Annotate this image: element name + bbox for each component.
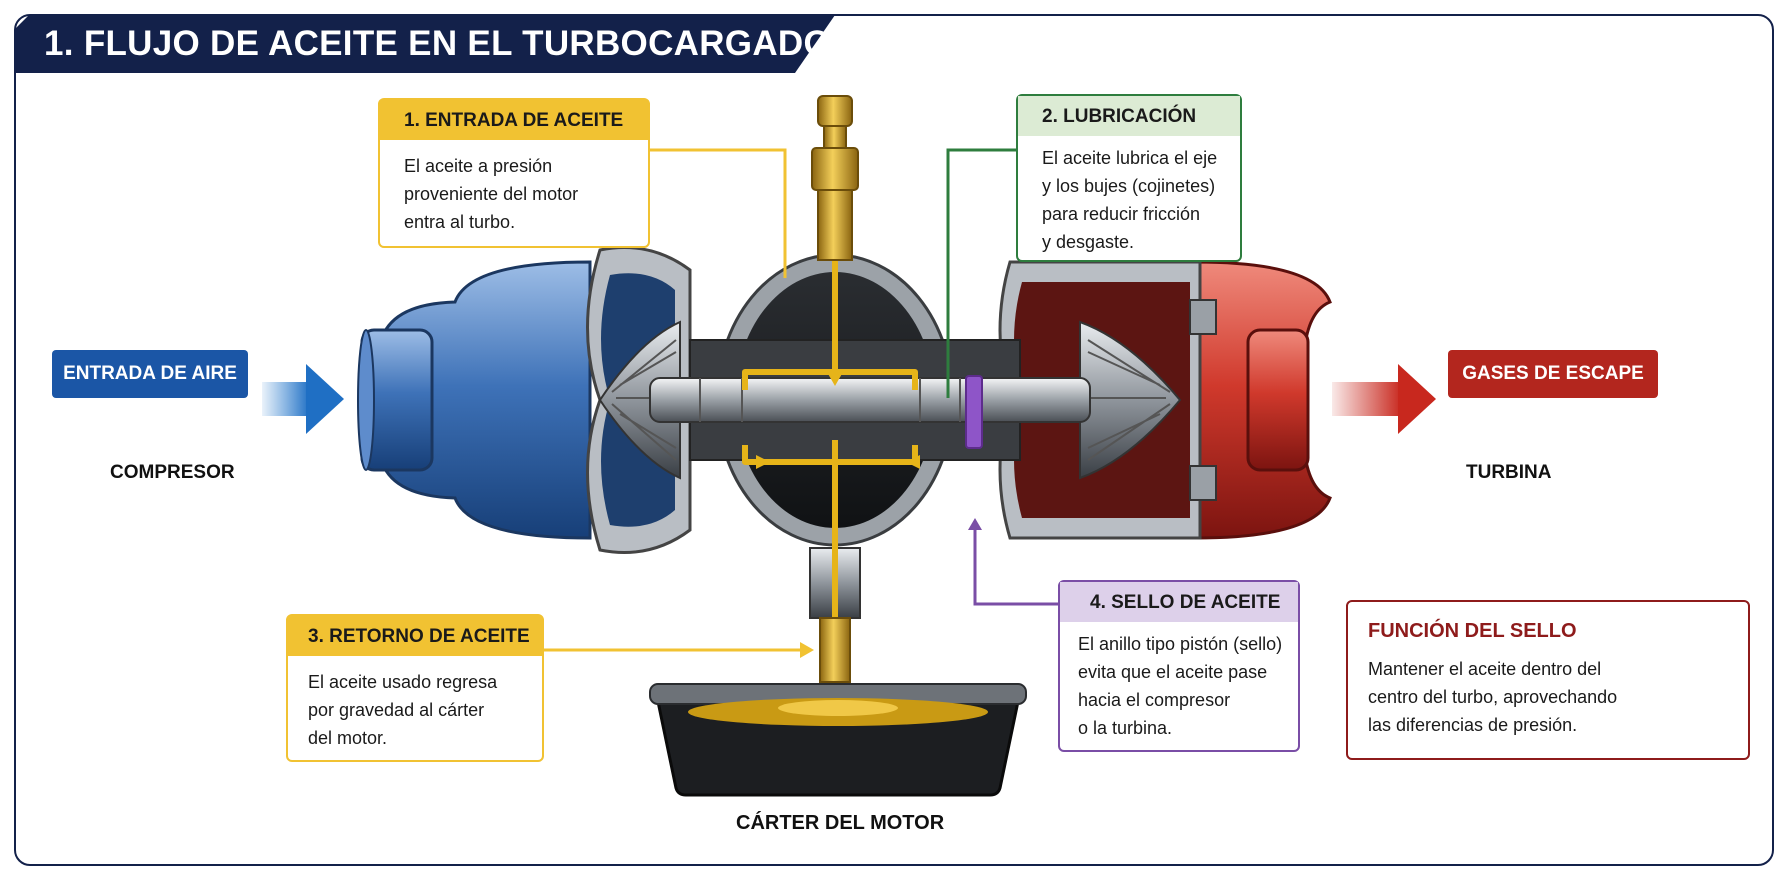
turbo-shaft xyxy=(649,377,1091,423)
callout-oil-inlet: 1. ENTRADA DE ACEITE El aceite a presión… xyxy=(378,98,650,248)
oil-inlet-fitting xyxy=(811,95,859,261)
exhaust-pill: GASES DE ESCAPE xyxy=(1448,350,1658,398)
compressor-label: COMPRESOR xyxy=(110,462,235,483)
air-inlet-pill: ENTRADA DE AIRE xyxy=(52,350,248,398)
oil-drain xyxy=(819,617,851,683)
callout-oil-seal-text: El anillo tipo pistón (sello) evita que … xyxy=(1078,634,1283,738)
callout-oil-return-title: 3. RETORNO DE ACEITE xyxy=(288,616,542,656)
callout-oil-inlet-text: El aceite a presión proveniente del moto… xyxy=(404,156,579,232)
leader-lubricacion xyxy=(946,148,1018,398)
leader-sello-arrowhead xyxy=(968,518,982,530)
callout-oil-return: 3. RETORNO DE ACEITE El aceite usado reg… xyxy=(286,614,544,762)
seal-function-title: FUNCIÓN DEL SELLO xyxy=(1368,620,1577,642)
leader-sello xyxy=(973,528,1058,606)
seal-function-text: Mantener el aceite dentro del centro del… xyxy=(1368,659,1618,735)
leader-retorno-arrowhead xyxy=(800,642,814,658)
compressor-housing xyxy=(357,246,692,554)
callout-oil-return-text: El aceite usado regresa por gravedad al … xyxy=(308,672,498,748)
exhaust-arrow xyxy=(1332,364,1436,434)
callout-lubrication: 2. LUBRICACIÓN El aceite lubrica el eje … xyxy=(1016,94,1242,262)
title-banner xyxy=(15,15,835,73)
air-inlet-arrow xyxy=(262,364,344,434)
callout-lubrication-text: El aceite lubrica el eje y los bujes (co… xyxy=(1042,148,1218,252)
turbine-label: TURBINA xyxy=(1466,462,1552,483)
callout-oil-seal-title: 4. SELLO DE ACEITE xyxy=(1060,582,1298,622)
turbine-housing xyxy=(998,260,1332,540)
oil-sump xyxy=(649,683,1027,797)
callout-lubrication-title: 2. LUBRICACIÓN xyxy=(1018,96,1240,136)
callout-oil-inlet-title: 1. ENTRADA DE ACEITE xyxy=(380,100,648,140)
sump-label: CÁRTER DEL MOTOR xyxy=(736,812,945,834)
piston-ring-seal xyxy=(965,375,983,449)
leader-entrada xyxy=(648,148,787,278)
diagram-frame xyxy=(14,14,1774,866)
callout-oil-seal: 4. SELLO DE ACEITE El anillo tipo pistón… xyxy=(1058,580,1300,752)
page-title: 1. FLUJO DE ACEITE EN EL TURBOCARGADOR xyxy=(44,24,857,63)
seal-function-box: FUNCIÓN DEL SELLO Mantener el aceite den… xyxy=(1346,600,1750,760)
